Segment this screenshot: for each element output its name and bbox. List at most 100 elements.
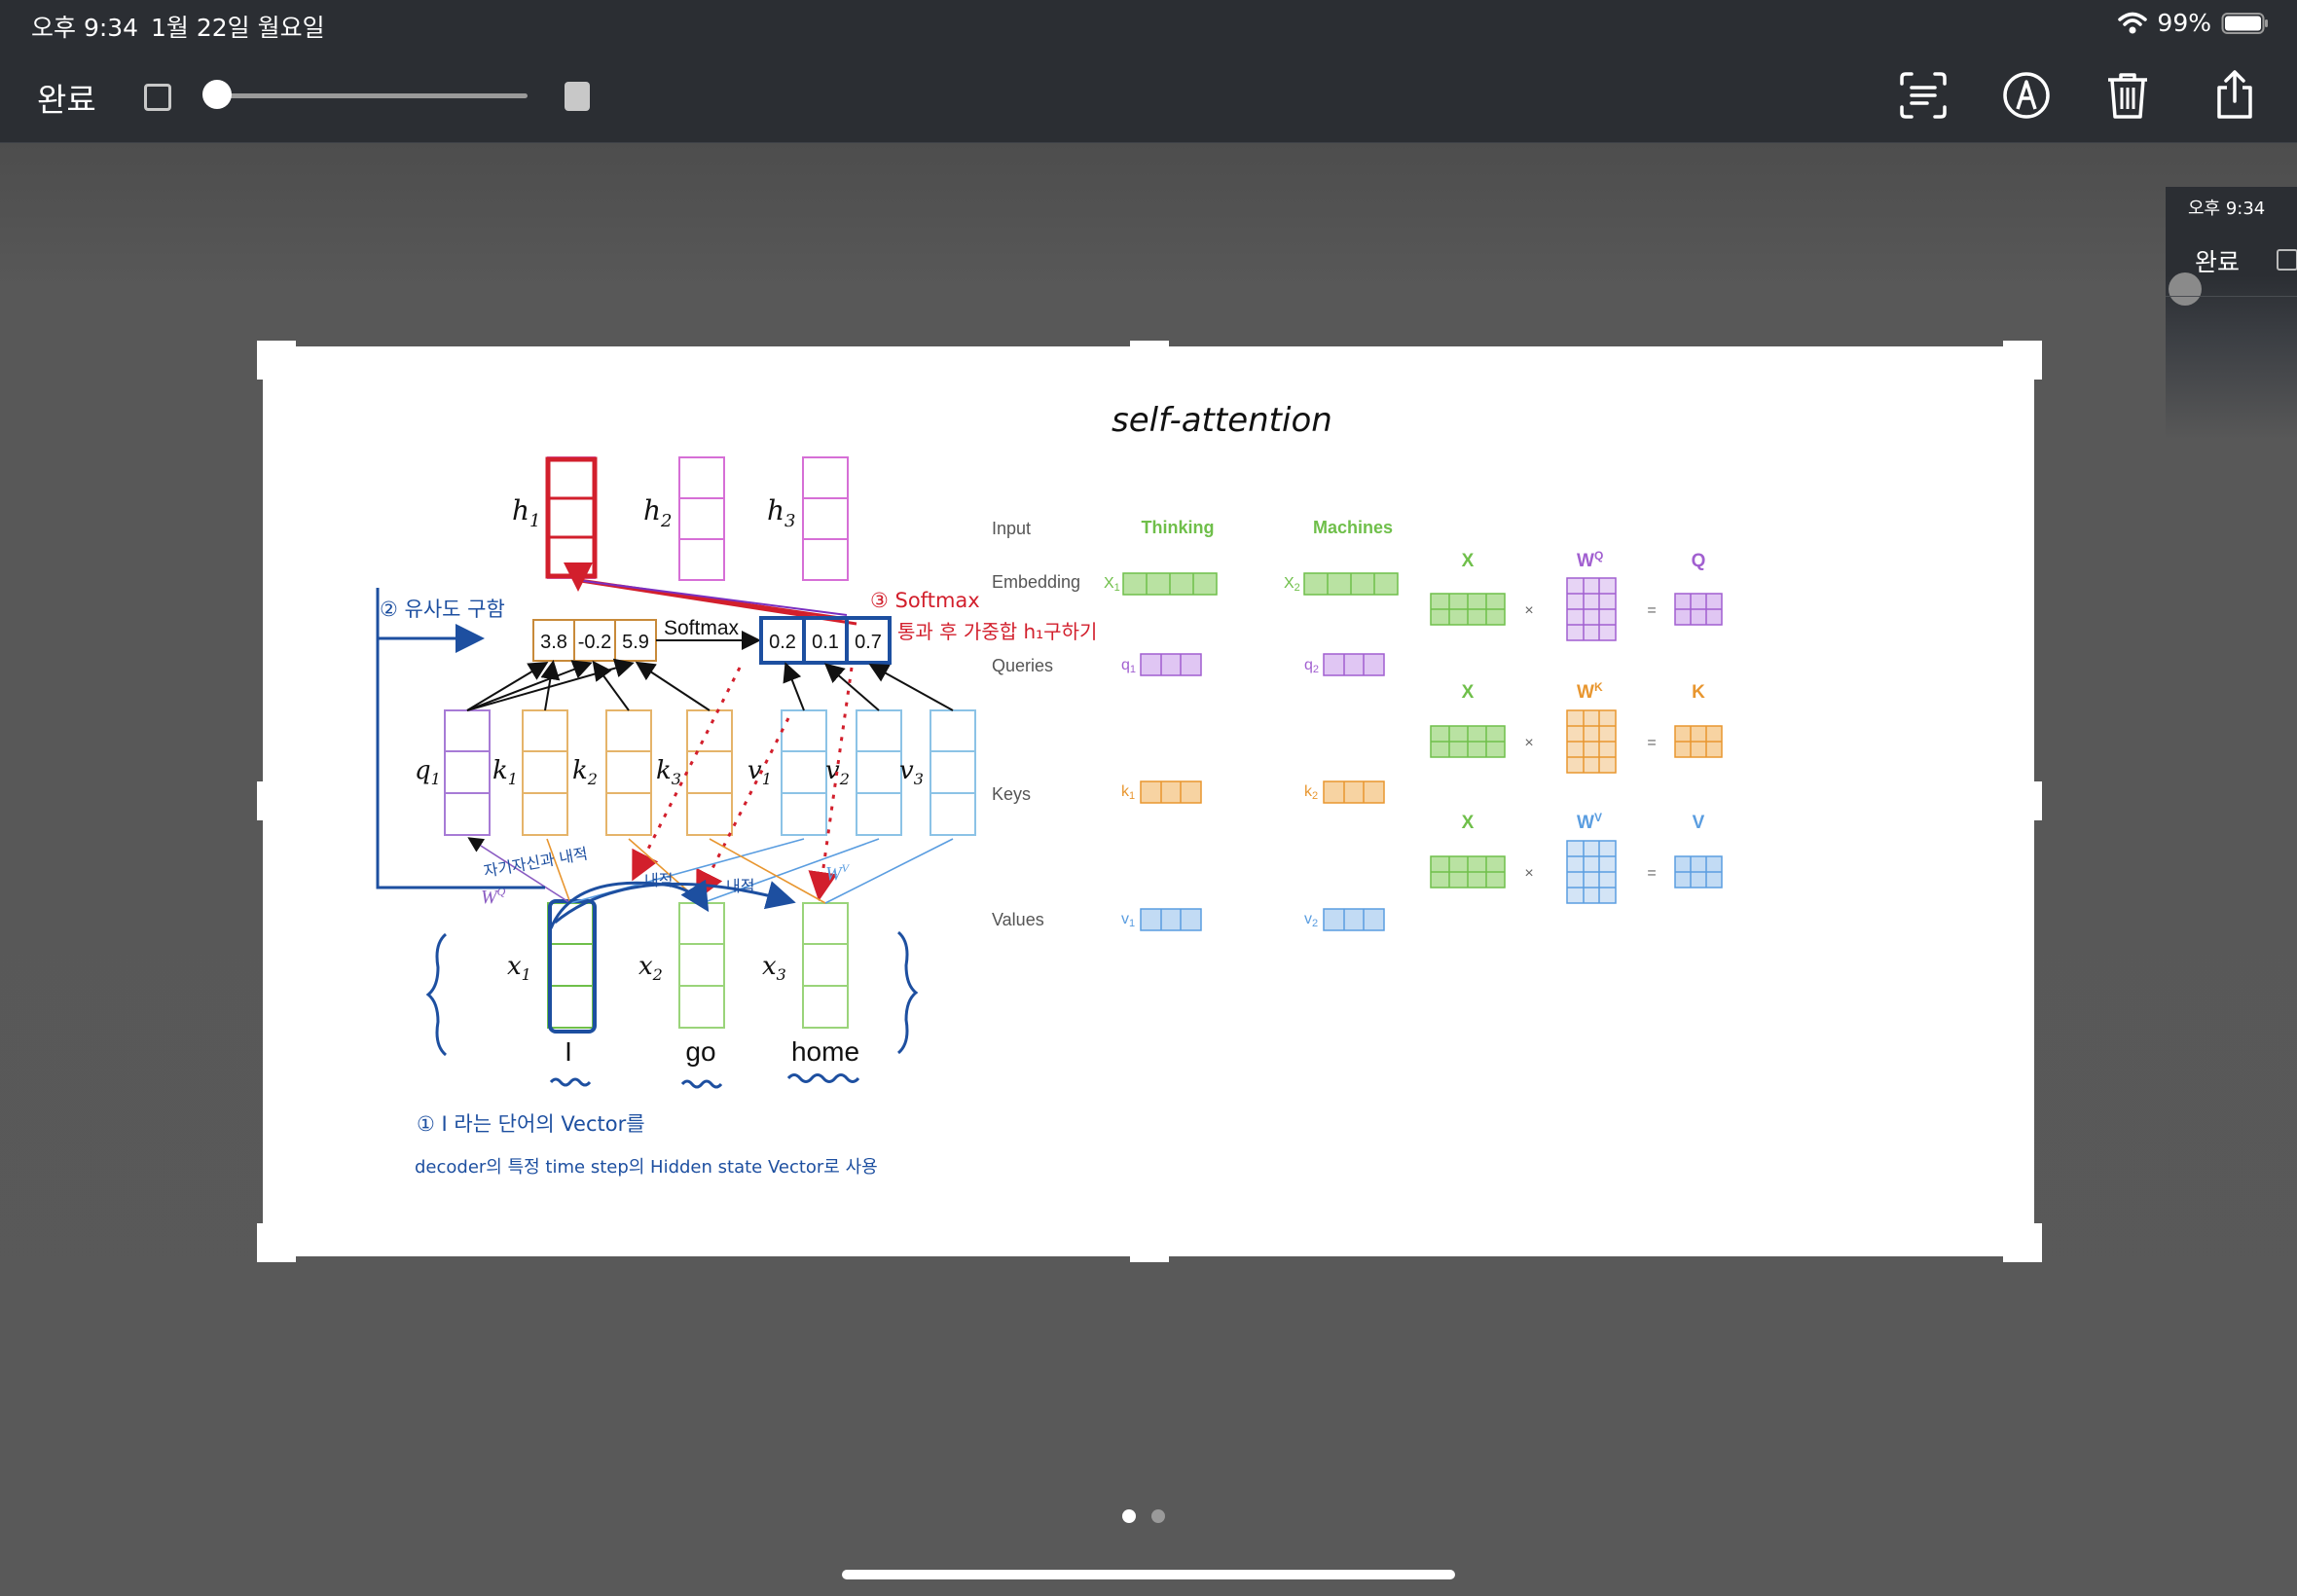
peek-divider [2166, 296, 2297, 297]
matmul-q-w: WQ [1577, 549, 1603, 571]
value-vector-v3 [930, 709, 976, 836]
page-indicator[interactable] [1122, 1509, 1165, 1523]
small-square-icon[interactable] [144, 84, 171, 111]
handwritten-title: self-attention [1112, 401, 1332, 440]
large-square-icon[interactable] [565, 82, 590, 111]
row-label-queries: Queries [992, 656, 1053, 675]
annotation-note-1b: decoder의 특정 time step의 Hidden state Vect… [415, 1157, 878, 1178]
equals-v: = [1647, 865, 1656, 882]
annotation-dot-2: 내적 [644, 871, 673, 889]
x3-label: x3 [762, 952, 786, 984]
matmul-k-x: X [1462, 682, 1475, 703]
page-dot-2[interactable] [1151, 1509, 1165, 1523]
row-label-embedding: Embedding [992, 572, 1080, 592]
hidden-vector-h1 [545, 456, 598, 579]
annotation-dot-3: 내적 [726, 877, 754, 895]
crop-handle-bottom-mid[interactable] [1130, 1254, 1169, 1262]
word-go: go [685, 1036, 715, 1067]
crop-handle-bottom-left[interactable] [257, 1254, 296, 1262]
annotation-weighted-sum: 통과 후 가중합 h₁구하기 [897, 620, 1097, 643]
matmul-q: X WQ Q × = [1430, 549, 1723, 641]
word-home: home [791, 1036, 859, 1067]
v2-table-label: v2 [1304, 911, 1318, 929]
battery-icon [2221, 12, 2268, 34]
embedding-x1 [1122, 572, 1218, 596]
crop-handle-top-right[interactable] [2003, 341, 2042, 348]
matmul-k-result: K [1692, 682, 1705, 703]
key-vector-k2 [605, 709, 652, 836]
status-bar: 오후 9:34 1월 22일 월요일 99% [0, 0, 2297, 47]
crop-handle-top-left-v[interactable] [257, 341, 265, 380]
k3-label: k3 [656, 756, 681, 788]
input-vector-x2 [678, 902, 725, 1029]
prob-2: 0.1 [812, 632, 839, 653]
v2-label: v2 [825, 756, 850, 788]
crop-handle-bottom-right-v[interactable] [2034, 1223, 2042, 1262]
size-slider-knob[interactable] [202, 80, 232, 109]
page-dot-1[interactable] [1122, 1509, 1136, 1523]
softmax-label: Softmax [664, 617, 740, 639]
key-row-k1 [1140, 780, 1202, 804]
size-slider-track[interactable] [216, 93, 528, 98]
crop-handle-top-right-v[interactable] [2034, 341, 2042, 380]
done-button[interactable]: 완료 [37, 81, 96, 119]
h1-label: h1 [512, 494, 541, 531]
markup-pen-icon[interactable] [1999, 68, 2054, 123]
value-row-v1 [1140, 908, 1202, 931]
matmul-v: X WV V × = [1430, 811, 1723, 904]
score-3: 5.9 [622, 632, 649, 653]
home-indicator[interactable] [842, 1570, 1455, 1579]
times-k: × [1524, 735, 1533, 751]
peek-done-label: 완료 [2195, 248, 2241, 276]
status-time: 오후 9:34 [31, 14, 139, 42]
score-vector: 3.8 -0.2 5.9 [532, 619, 657, 662]
q1-label: q1 [415, 756, 441, 788]
key-vector-k3 [686, 709, 733, 836]
annotation-note-1a: ① I 라는 단어의 Vector를 [417, 1112, 645, 1136]
crop-handle-bottom-left-v[interactable] [257, 1223, 265, 1262]
key-vector-k1 [522, 709, 568, 836]
crop-handle-top-left[interactable] [257, 341, 296, 348]
times-v: × [1524, 865, 1533, 882]
attention-diagram: self-attention h1 h2 h3 3.8 -0.2 5.9 Sof… [376, 401, 1723, 1178]
row-label-values: Values [992, 910, 1044, 929]
matmul-v-result: V [1693, 813, 1705, 833]
q2-table-label: q2 [1304, 657, 1319, 675]
x2-label: x2 [638, 952, 663, 984]
wifi-icon [2118, 12, 2148, 33]
text-recognition-icon[interactable] [1896, 68, 1951, 123]
v3-label: v3 [899, 756, 924, 788]
qkv-table: Input Embedding Queries Keys Values [992, 519, 1080, 929]
value-row-v2 [1323, 908, 1385, 931]
hidden-vector-h2 [678, 456, 725, 581]
key-row-k2 [1323, 780, 1385, 804]
equals-k: = [1647, 735, 1656, 751]
share-icon[interactable] [2207, 68, 2262, 123]
hidden-vector-h3 [802, 456, 849, 581]
next-screenshot-thumbnail[interactable]: 오후 9:34 완료 [2166, 187, 2297, 440]
annotation-self-dot: 자기자신과 내적 [482, 844, 589, 880]
k2-label: k2 [572, 756, 598, 788]
embedding-x2 [1303, 572, 1399, 596]
matmul-v-x: X [1462, 813, 1475, 833]
score-2: -0.2 [578, 632, 611, 653]
peek-slider-knob [2169, 272, 2202, 306]
crop-handle-bottom-right[interactable] [2003, 1254, 2042, 1262]
screenshot-canvas[interactable]: self-attention h1 h2 h3 3.8 -0.2 5.9 Sof… [263, 346, 2034, 1256]
crop-handle-top-mid[interactable] [1130, 341, 1169, 348]
x1-embed-label: X1 [1104, 575, 1120, 594]
input-thinking: Thinking [1142, 518, 1215, 537]
value-vector-v2 [856, 709, 902, 836]
battery-percent: 99% [2157, 9, 2211, 37]
wv-label: WV [825, 861, 851, 885]
query-row-q1 [1140, 653, 1202, 676]
trash-icon[interactable] [2100, 68, 2155, 123]
crop-handle-right-mid[interactable] [2034, 781, 2042, 820]
input-machines: Machines [1313, 518, 1393, 537]
k1-table-label: k1 [1121, 783, 1135, 802]
input-vector-x3 [802, 902, 849, 1029]
times-q: × [1524, 602, 1533, 619]
equals-q: = [1647, 602, 1656, 619]
crop-handle-left-mid[interactable] [257, 781, 265, 820]
matmul-k-w: WK [1577, 680, 1603, 703]
